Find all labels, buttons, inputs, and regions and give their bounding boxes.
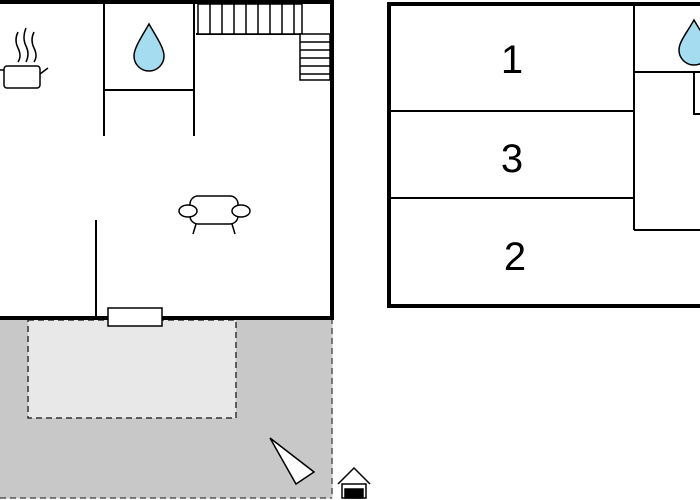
ground-floor — [0, 0, 371, 499]
entrance-house-icon — [337, 466, 371, 499]
patio-area — [27, 319, 237, 419]
room-label-1: 1 — [501, 38, 523, 82]
compass-north-arrow-icon — [269, 437, 316, 486]
door-icon — [107, 307, 163, 327]
armchair-icon — [178, 195, 251, 235]
staircase-icon — [197, 3, 331, 81]
kitchen-pot-icon — [0, 27, 49, 89]
water-drop-icon — [678, 18, 700, 66]
room-label-3: 3 — [501, 137, 523, 181]
upper-floor: 1 3 2 — [387, 2, 700, 308]
outer-wall-upper — [387, 2, 700, 308]
wall-bath-step — [693, 72, 700, 115]
water-drop-icon — [133, 22, 165, 72]
room-label-2: 2 — [504, 235, 526, 279]
outer-wall — [0, 0, 334, 320]
